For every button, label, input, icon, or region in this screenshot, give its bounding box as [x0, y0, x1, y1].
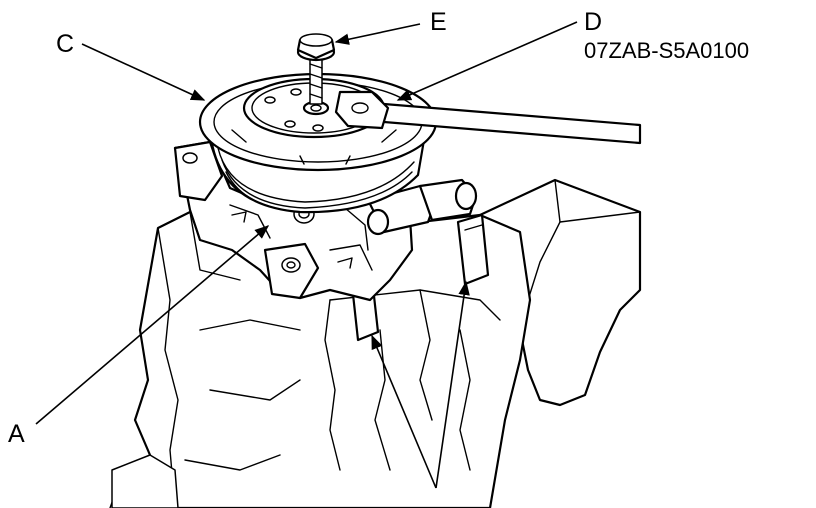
- flange-bolt: [296, 33, 336, 105]
- pulley-holder-tool: [334, 90, 642, 145]
- leader-line-d: [396, 21, 578, 101]
- leader-line-a: [35, 225, 270, 425]
- leader-lines: [35, 21, 578, 489]
- leader-line-e: [334, 23, 421, 45]
- label-c: C: [56, 30, 74, 58]
- mounting-lug-right: [456, 213, 490, 286]
- label-e: E: [430, 8, 447, 36]
- leader-line-lug-right: [435, 280, 470, 489]
- leader-line-lug-left: [371, 334, 437, 489]
- leader-line-c: [81, 43, 206, 101]
- label-a: A: [8, 420, 25, 448]
- label-tool-number: 07ZAB-S5A0100: [584, 38, 749, 63]
- label-d: D: [584, 8, 602, 36]
- engine-block: [109, 178, 642, 508]
